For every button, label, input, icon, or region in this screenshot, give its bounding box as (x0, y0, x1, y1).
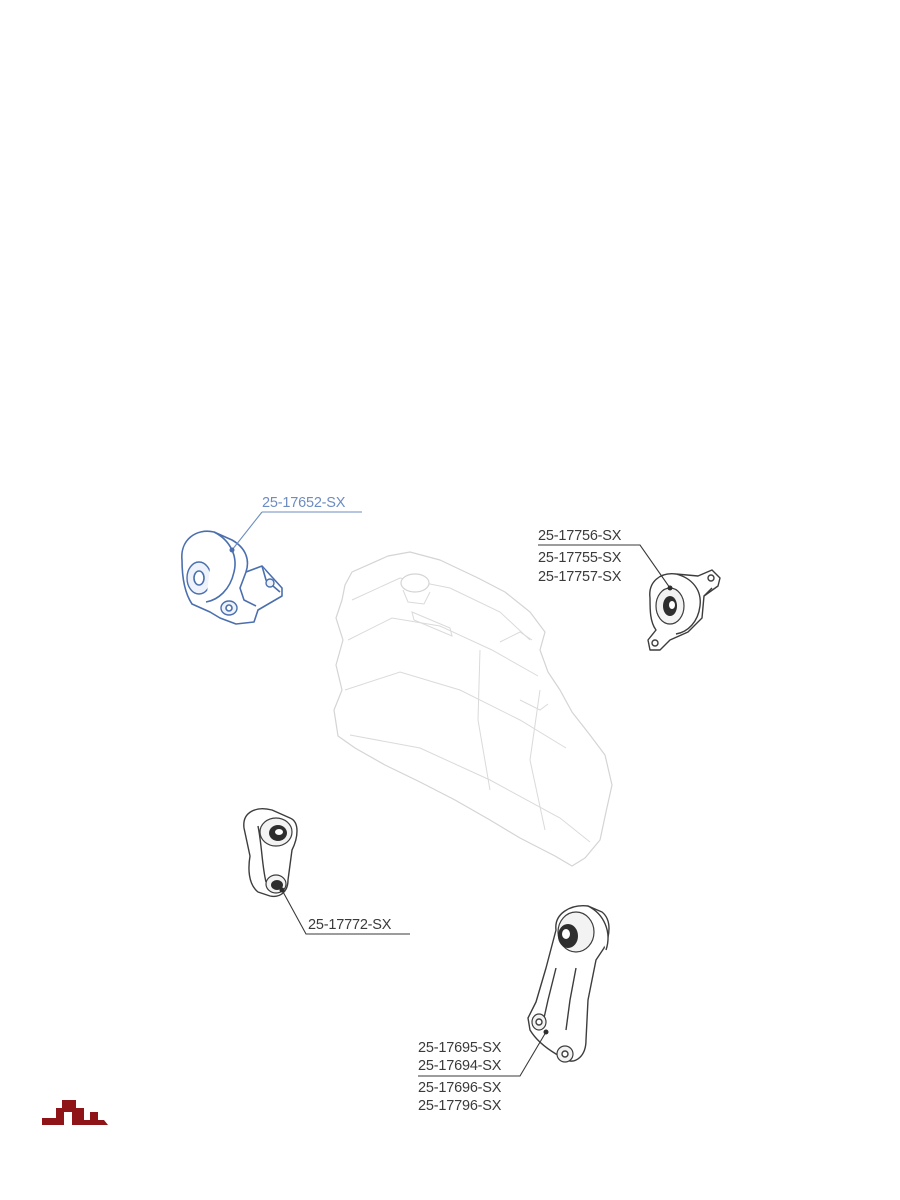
callout-mount-top-left: 25-17652-SX (262, 495, 346, 511)
engine-mount-top-left (181, 530, 283, 625)
engine-block-drawing (333, 551, 613, 867)
part-number-label: 25-17652-SX (262, 495, 346, 511)
engine-mount-bottom (527, 905, 610, 1063)
engine-mount-lower-left (243, 808, 298, 898)
part-number-label: 25-17694-SX (418, 1058, 502, 1074)
callout-mount-right: 25-17756-SX 25-17755-SX 25-17757-SX (538, 528, 622, 585)
engine-mount-right (647, 569, 721, 651)
leader-lines (229, 511, 673, 1077)
part-number-label: 25-17696-SX (418, 1080, 502, 1096)
part-number-label: 25-17695-SX (418, 1040, 502, 1056)
callout-mount-lower-left: 25-17772-SX (308, 917, 392, 933)
part-number-label: 25-17757-SX (538, 569, 622, 585)
part-number-label: 25-17755-SX (538, 550, 622, 566)
part-number-label: 25-17772-SX (308, 917, 392, 933)
callout-mount-bottom: 25-17695-SX 25-17694-SX 25-17696-SX 25-1… (418, 1040, 502, 1114)
brand-logo-icon (42, 1100, 108, 1125)
part-number-label: 25-17796-SX (418, 1098, 502, 1114)
part-number-label: 25-17756-SX (538, 528, 622, 544)
